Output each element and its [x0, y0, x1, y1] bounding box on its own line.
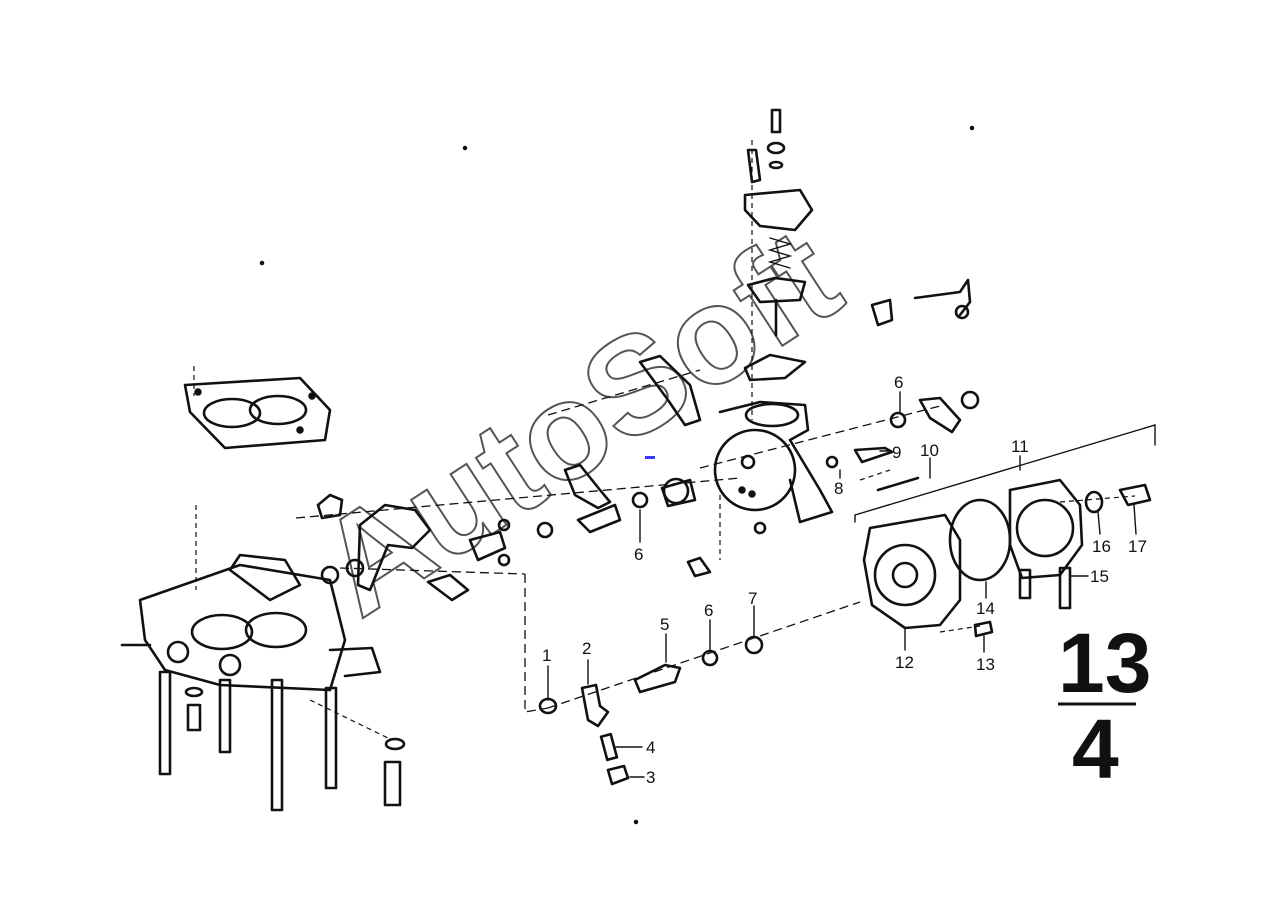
- screw-top: [746, 148, 762, 184]
- group-number-bottom: 4: [1072, 702, 1119, 796]
- watermark-text: AutoSoft: [292, 199, 864, 645]
- blue-speck: [645, 456, 655, 459]
- choke-lever-parts: [825, 278, 980, 492]
- callout-3: 3: [646, 768, 655, 787]
- callout-11: 11: [1011, 437, 1029, 456]
- callout-13: 13: [976, 655, 995, 674]
- group-number: 13 4: [1058, 616, 1151, 796]
- insulating-flange: [183, 376, 332, 450]
- stud-1: [158, 670, 172, 776]
- cover-15: [1008, 478, 1084, 580]
- washer-6: [701, 649, 719, 667]
- nut-7: [744, 635, 764, 655]
- callout-15: 15: [1090, 567, 1109, 586]
- clip-3: [606, 764, 630, 786]
- callout-8: 8: [834, 479, 843, 498]
- stud-4: [324, 686, 338, 790]
- bolt-left: [186, 703, 202, 732]
- callout-9: 9: [892, 443, 901, 462]
- bolt-right: [383, 760, 402, 807]
- washer-16: [1084, 490, 1104, 514]
- callout-6-lower: 6: [704, 601, 713, 620]
- group-number-top: 13: [1058, 616, 1151, 710]
- choke-housing-12: [862, 513, 962, 630]
- callout-labels: 1 2 3 4 5 6 6 6 7 8 9 10 11 12 13 14 15 …: [542, 373, 1147, 787]
- pin-top: [770, 108, 782, 134]
- callout-1: 1: [542, 646, 551, 665]
- callout-7: 7: [748, 589, 757, 608]
- choke-housing-group: [854, 424, 1156, 638]
- callout-6-upper: 6: [894, 373, 903, 392]
- callout-10: 10: [920, 441, 939, 460]
- stud-2: [218, 678, 232, 754]
- callout-14: 14: [976, 599, 995, 618]
- pipe-a: [1018, 568, 1032, 600]
- lever-2: [580, 683, 610, 728]
- scan-specks: [259, 125, 975, 825]
- throttle-body: [631, 354, 834, 578]
- bolt-17: [1118, 483, 1152, 507]
- carburetor-base-body: [120, 553, 406, 812]
- callout-2: 2: [582, 639, 591, 658]
- screw-13: [973, 620, 994, 638]
- lower-lever-stack: [538, 635, 764, 786]
- callout-12: 12: [895, 653, 914, 672]
- callout-4: 4: [646, 738, 655, 757]
- leader-lines: [547, 391, 1137, 778]
- lever-5: [633, 663, 682, 694]
- throttle-linkage-parts: [316, 463, 622, 602]
- pipe-b: [1058, 566, 1072, 610]
- callout-6-middle: 6: [634, 545, 643, 564]
- stud-3: [270, 678, 284, 812]
- callout-5: 5: [660, 615, 669, 634]
- callout-17: 17: [1128, 537, 1147, 556]
- spring-4: [599, 732, 619, 762]
- choke-cover-assembly: [743, 108, 814, 382]
- callout-16: 16: [1092, 537, 1111, 556]
